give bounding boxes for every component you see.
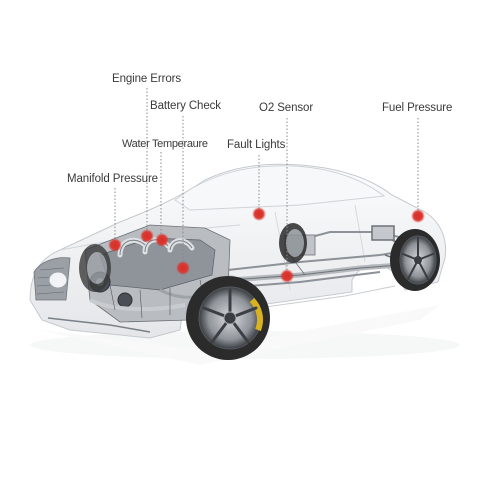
front-grille <box>33 257 151 333</box>
exhaust-pipe <box>227 262 403 283</box>
front-left-wheel <box>186 276 270 360</box>
label-fuel-pressure: Fuel Pressure <box>382 102 453 114</box>
front-right-wheel-ghost <box>79 244 111 292</box>
marker-engine-errors <box>140 229 154 243</box>
rear-right-wheel <box>390 229 440 291</box>
marker-fault-lights <box>252 207 266 221</box>
label-engine-errors: Engine Errors <box>112 73 182 85</box>
sensor-markers <box>108 207 425 283</box>
rear-left-wheel <box>279 223 307 263</box>
marker-battery-check <box>176 261 190 275</box>
leader-lines <box>114 88 419 272</box>
marker-water-temperature <box>155 233 169 247</box>
marker-o2-sensor <box>280 269 294 283</box>
label-manifold-pressure: Manifold Pressure <box>67 173 158 185</box>
marker-manifold-pressure <box>108 238 122 252</box>
label-fault-lights: Fault Lights <box>227 139 286 151</box>
label-battery-check: Battery Check <box>150 100 221 112</box>
marker-fuel-pressure <box>411 209 425 223</box>
label-water-temperature: Water Temperaure <box>122 138 208 150</box>
label-o2-sensor: O2 Sensor <box>259 102 314 114</box>
